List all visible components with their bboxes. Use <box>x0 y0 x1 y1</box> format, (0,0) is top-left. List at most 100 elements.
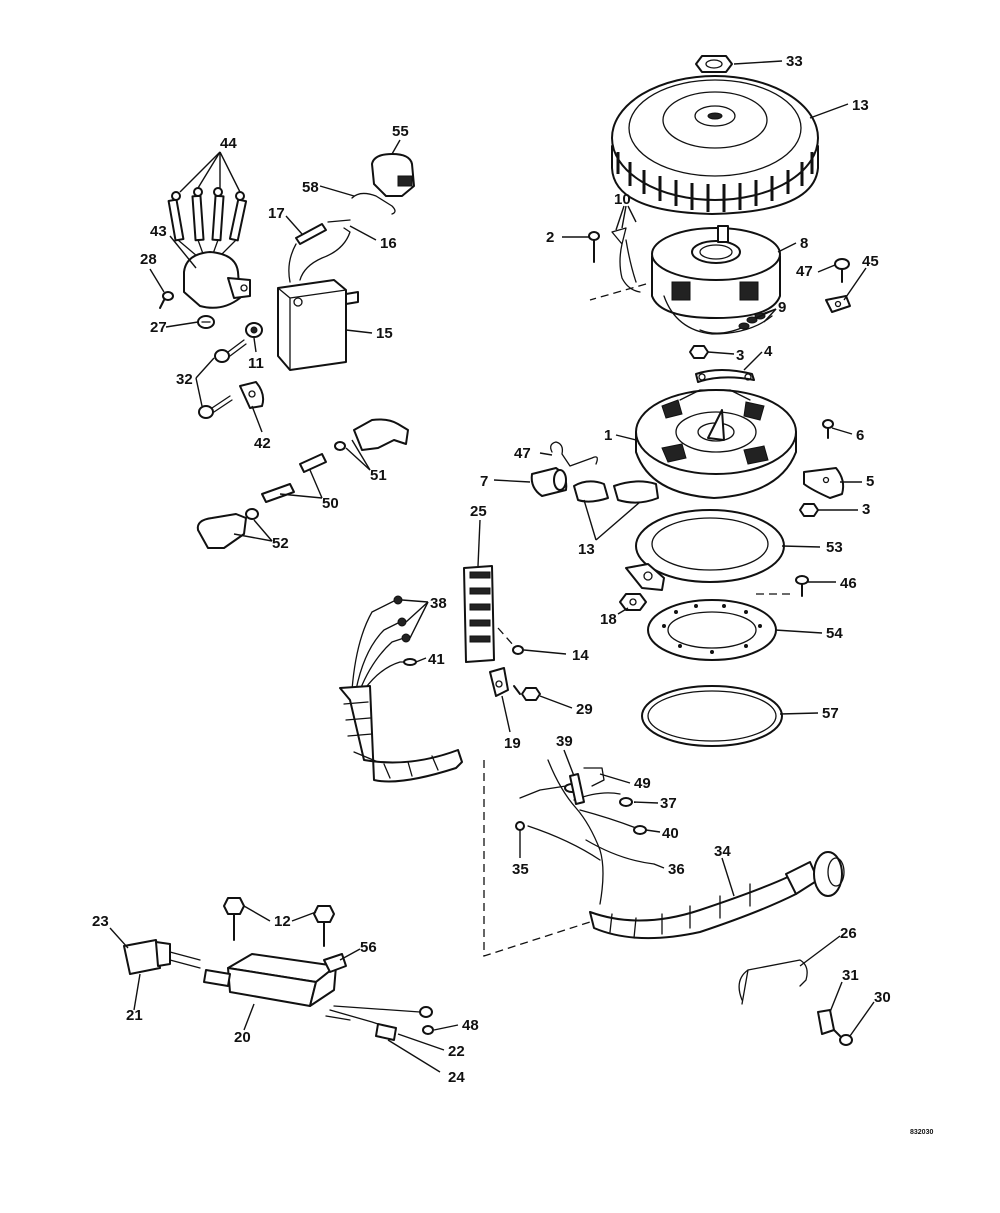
part-screw-47a <box>834 258 850 283</box>
part-stator <box>651 225 781 335</box>
part-sleeve-7 <box>530 467 568 497</box>
callout-47-mid: 47 <box>514 445 531 462</box>
part-screw-6 <box>822 419 834 439</box>
part-terminal-39 <box>569 767 605 805</box>
callout-15: 15 <box>376 325 393 342</box>
part-ignition-coil <box>277 279 359 371</box>
part-sleeves-13 <box>573 480 659 504</box>
part-screw-28 <box>159 291 174 309</box>
callout-24: 24 <box>448 1069 465 1086</box>
callout-45: 45 <box>862 253 879 270</box>
callout-5: 5 <box>866 473 874 490</box>
callout-6: 6 <box>856 427 864 444</box>
part-clamp-19 <box>489 667 509 697</box>
callout-17: 17 <box>268 205 285 222</box>
part-screw-2 <box>588 231 600 263</box>
callout-29: 29 <box>576 701 593 718</box>
part-flywheel <box>611 75 819 215</box>
callout-33: 33 <box>786 53 803 70</box>
part-screw-14 <box>512 645 524 655</box>
part-bracket-5 <box>803 467 845 499</box>
part-ring-54 <box>647 599 777 661</box>
callout-12: 12 <box>274 913 291 930</box>
part-terminal-block <box>463 565 495 663</box>
part-nut-18 <box>619 593 647 611</box>
callout-23: 23 <box>92 913 109 930</box>
callout-43: 43 <box>150 223 167 240</box>
callout-49: 49 <box>634 775 651 792</box>
part-clamp-31 <box>817 1009 835 1035</box>
part-boot-52 <box>196 508 259 549</box>
callout-13-sleeves: 13 <box>578 541 595 558</box>
part-plate-53 <box>625 509 785 591</box>
part-screw-3a <box>689 345 709 359</box>
callout-19: 19 <box>504 735 521 752</box>
part-harness-34 <box>515 759 845 940</box>
callout-27: 27 <box>150 319 167 336</box>
part-boot-51 <box>334 418 409 451</box>
part-screw-27 <box>197 315 215 329</box>
part-washer-11 <box>245 322 263 338</box>
part-connector-23 <box>123 939 201 975</box>
part-armature-plate <box>635 389 797 499</box>
part-clamp-56 <box>323 953 347 973</box>
callout-51: 51 <box>370 467 387 484</box>
callout-35: 35 <box>512 861 529 878</box>
leader-lines <box>109 60 875 1073</box>
part-screw-29 <box>513 685 541 701</box>
callout-9: 9 <box>778 299 786 316</box>
callout-2: 2 <box>546 229 554 246</box>
callout-32: 32 <box>176 371 193 388</box>
callout-47: 47 <box>796 263 813 280</box>
part-screws-32 <box>198 339 247 419</box>
part-clip-58 <box>351 192 396 215</box>
routing-line-4 <box>497 627 515 647</box>
callout-30: 30 <box>874 989 891 1006</box>
callout-54: 54 <box>826 625 843 642</box>
callout-52: 52 <box>272 535 289 552</box>
part-leads-10 <box>611 227 641 293</box>
part-screws-12 <box>223 897 335 947</box>
callout-8: 8 <box>800 235 808 252</box>
callout-labels: 33 13 2 10 8 47 45 9 3 4 1 6 47 7 5 3 13… <box>92 53 891 1086</box>
callout-16: 16 <box>380 235 397 252</box>
part-ground-leads <box>375 1006 434 1041</box>
part-power-pack <box>203 953 421 1031</box>
callout-37: 37 <box>660 795 677 812</box>
callout-10: 10 <box>614 191 631 208</box>
callout-13: 13 <box>852 97 869 114</box>
part-nut <box>695 55 733 73</box>
callout-34: 34 <box>714 843 731 860</box>
callout-44: 44 <box>220 135 237 152</box>
callout-3-lower: 3 <box>862 501 870 518</box>
part-ring-57 <box>641 685 783 747</box>
part-spring-26 <box>738 959 808 1005</box>
part-leads-9 <box>699 312 766 334</box>
callout-21: 21 <box>126 1007 143 1024</box>
callout-53: 53 <box>826 539 843 556</box>
callout-55: 55 <box>392 123 409 140</box>
routing-line-1 <box>483 760 591 957</box>
part-screw-46 <box>795 575 809 597</box>
callout-31: 31 <box>842 967 859 984</box>
callout-3: 3 <box>736 347 744 364</box>
part-plug-leads <box>167 187 248 263</box>
callout-48: 48 <box>462 1017 479 1034</box>
callout-39: 39 <box>556 733 573 750</box>
callout-11: 11 <box>248 355 264 372</box>
callout-58: 58 <box>302 179 319 196</box>
callout-50: 50 <box>322 495 339 512</box>
part-spring-47b <box>550 441 598 467</box>
callout-20: 20 <box>234 1029 251 1046</box>
callout-22: 22 <box>448 1043 465 1060</box>
routing-line-2 <box>589 283 647 301</box>
callout-18: 18 <box>600 611 617 628</box>
part-clip-45 <box>825 295 851 313</box>
part-coil-cap <box>183 251 251 309</box>
callout-14: 14 <box>572 647 589 664</box>
callout-1: 1 <box>604 427 612 444</box>
callout-36: 36 <box>668 861 685 878</box>
callout-26: 26 <box>840 925 857 942</box>
part-cap-55 <box>371 153 415 197</box>
